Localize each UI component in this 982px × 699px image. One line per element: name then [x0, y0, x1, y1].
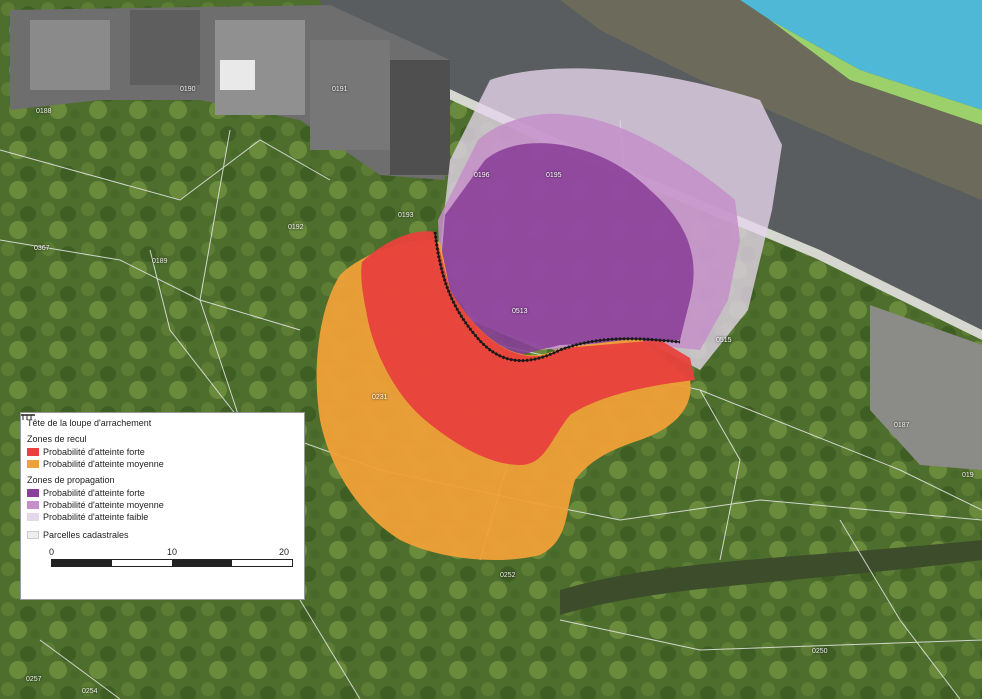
- legend-row-scarp: Tête de la loupe d'arrachement: [21, 414, 298, 429]
- legend-row: Probabilité d'atteinte moyenne: [27, 499, 298, 511]
- parcel-label: 019: [962, 472, 974, 479]
- sea-area: [740, 0, 982, 110]
- map-legend: Tête de la loupe d'arrachement Zones de …: [20, 412, 305, 600]
- parcel-label: 0254: [82, 688, 98, 695]
- legend-row: Probabilité d'atteinte moyenne: [27, 458, 298, 470]
- parcel-label: 0195: [546, 172, 562, 179]
- legend-swatch: [27, 448, 39, 456]
- legend-row-parcels: Parcelles cadastrales: [27, 529, 298, 541]
- ruined-building: [870, 305, 982, 470]
- legend-heading: Zones de propagation: [27, 475, 115, 485]
- footpath: [560, 540, 982, 615]
- zone-propagation-forte: [440, 143, 694, 360]
- legend-row: Probabilité d'atteinte faible: [27, 511, 298, 523]
- building-roof: [30, 20, 110, 90]
- legend-swatch: [27, 501, 39, 509]
- legend-label: Parcelles cadastrales: [43, 530, 129, 540]
- legend-label: Tête de la loupe d'arrachement: [27, 418, 152, 428]
- building-roof: [130, 10, 200, 85]
- legend-swatch: [27, 513, 39, 521]
- legend-label: Probabilité d'atteinte forte: [43, 488, 145, 498]
- legend-heading-propagation: Zones de propagation: [27, 473, 298, 487]
- scale-label-mid: 10: [167, 547, 178, 557]
- parcel-label: 0193: [398, 212, 414, 219]
- legend-heading-recul: Zones de recul: [27, 432, 298, 446]
- coastal-strip: [560, 0, 982, 200]
- scarp-line-core: [434, 231, 681, 362]
- parcel-label: 0189: [152, 258, 168, 265]
- parcel-label: 0231: [372, 394, 388, 401]
- parcel-label: 0515: [716, 337, 732, 344]
- legend-heading: Zones de recul: [27, 434, 87, 444]
- parcel-label: 0252: [500, 572, 516, 579]
- legend-label: Probabilité d'atteinte moyenne: [43, 459, 164, 469]
- legend-row: Probabilité d'atteinte forte: [27, 446, 298, 458]
- legend-swatch: [27, 531, 39, 539]
- scale-label-min: 0: [49, 547, 55, 557]
- parcel-label: 0257: [26, 676, 42, 683]
- building-roof: [220, 60, 255, 90]
- parcel-label: 0192: [288, 224, 304, 231]
- zone-recul-forte: [361, 231, 695, 465]
- parcel-label: 0187: [894, 422, 910, 429]
- legend-swatch: [27, 489, 39, 497]
- parcel-label: 0367: [34, 245, 50, 252]
- scale-bar-graphic: [51, 559, 293, 567]
- legend-label: Probabilité d'atteinte moyenne: [43, 500, 164, 510]
- parcel-label: 0190: [180, 86, 196, 93]
- legend-label: Probabilité d'atteinte faible: [43, 512, 149, 522]
- parcel-label: 0513: [512, 308, 528, 315]
- parcel-label: 0188: [36, 108, 52, 115]
- legend-label: Probabilité d'atteinte forte: [43, 447, 145, 457]
- scarp-symbol-icon: [21, 414, 35, 420]
- scale-bar: 0 10 20 m: [27, 547, 298, 571]
- sea-shore: [760, 20, 982, 125]
- legend-swatch: [27, 460, 39, 468]
- parcel-label: 0196: [474, 172, 490, 179]
- parcel-label: 0191: [332, 86, 348, 93]
- parcel-label: 0250: [812, 648, 828, 655]
- building-roof: [310, 40, 390, 150]
- building-roof: [390, 60, 450, 175]
- legend-row: Probabilité d'atteinte forte: [27, 487, 298, 499]
